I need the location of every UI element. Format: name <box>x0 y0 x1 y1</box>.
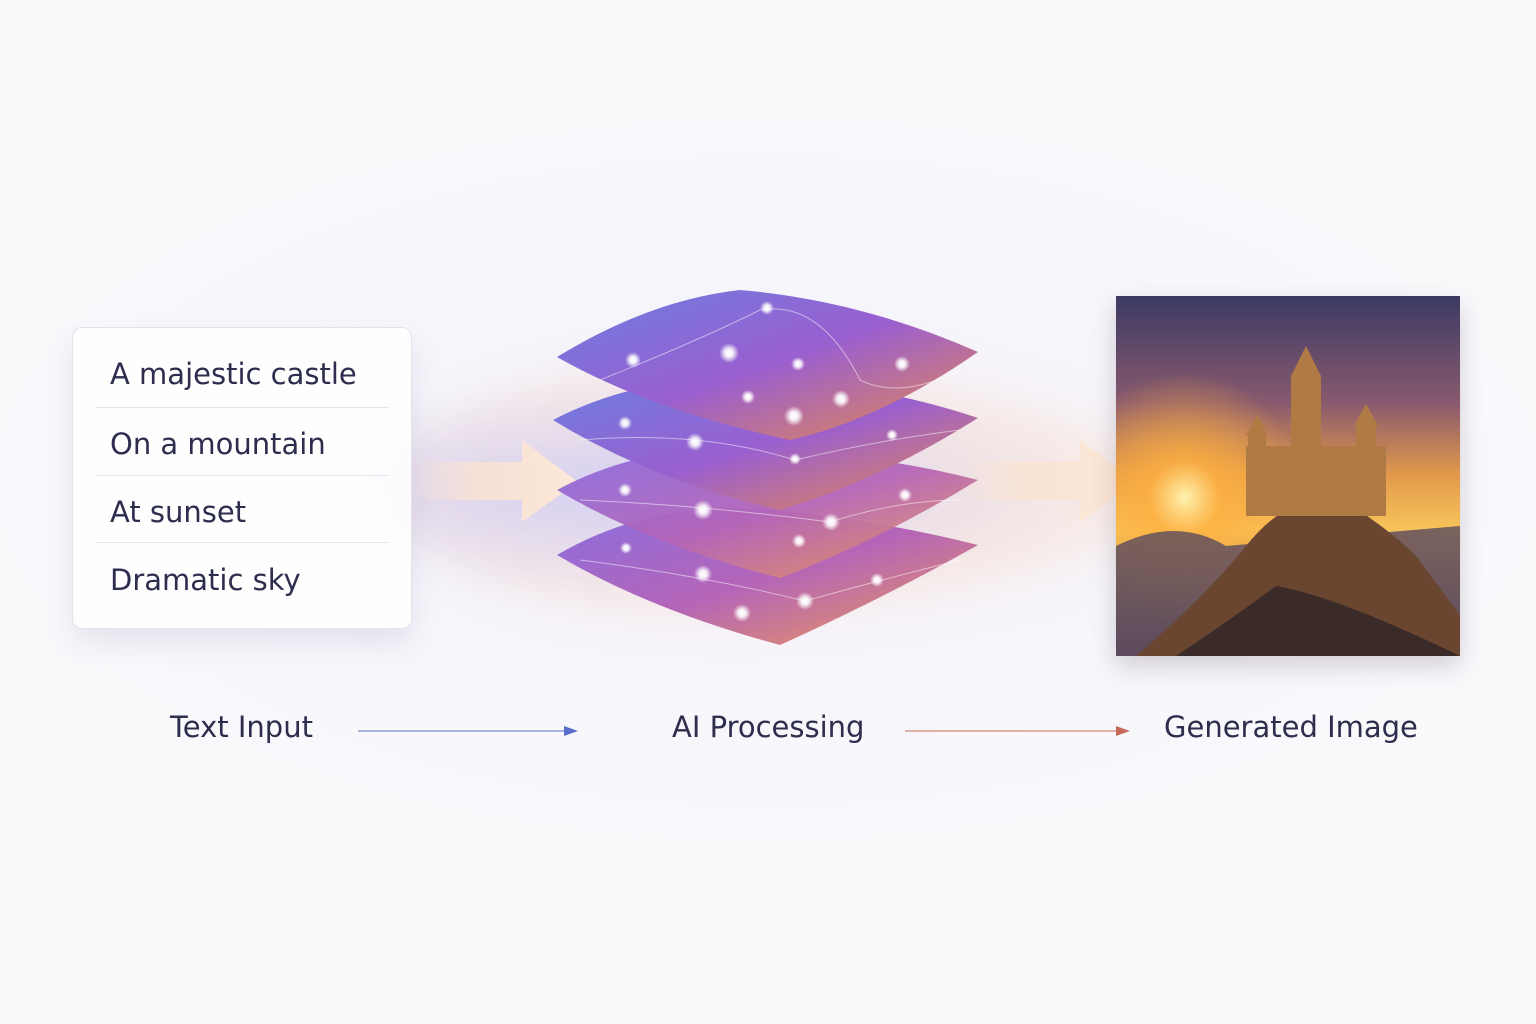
input-flow-arrow-icon <box>410 440 578 522</box>
prompt-line: On a mountain <box>110 427 326 461</box>
stage-arrow-icon <box>358 726 1130 736</box>
divider <box>95 475 389 476</box>
stage-label-ai-processing: AI Processing <box>672 710 865 744</box>
stage-label-generated-image: Generated Image <box>1164 710 1418 744</box>
stage-label-text-input: Text Input <box>170 710 313 744</box>
output-flow-arrow-icon <box>960 440 1136 522</box>
prompt-line: Dramatic sky <box>110 563 301 597</box>
divider <box>95 542 389 543</box>
divider <box>95 407 389 408</box>
prompt-card: A majestic castle On a mountain At sunse… <box>72 327 412 629</box>
prompt-line: A majestic castle <box>110 357 357 391</box>
neural-network-layers-icon <box>553 290 978 645</box>
prompt-line: At sunset <box>110 495 247 529</box>
castle-sunset-image <box>1116 296 1460 656</box>
